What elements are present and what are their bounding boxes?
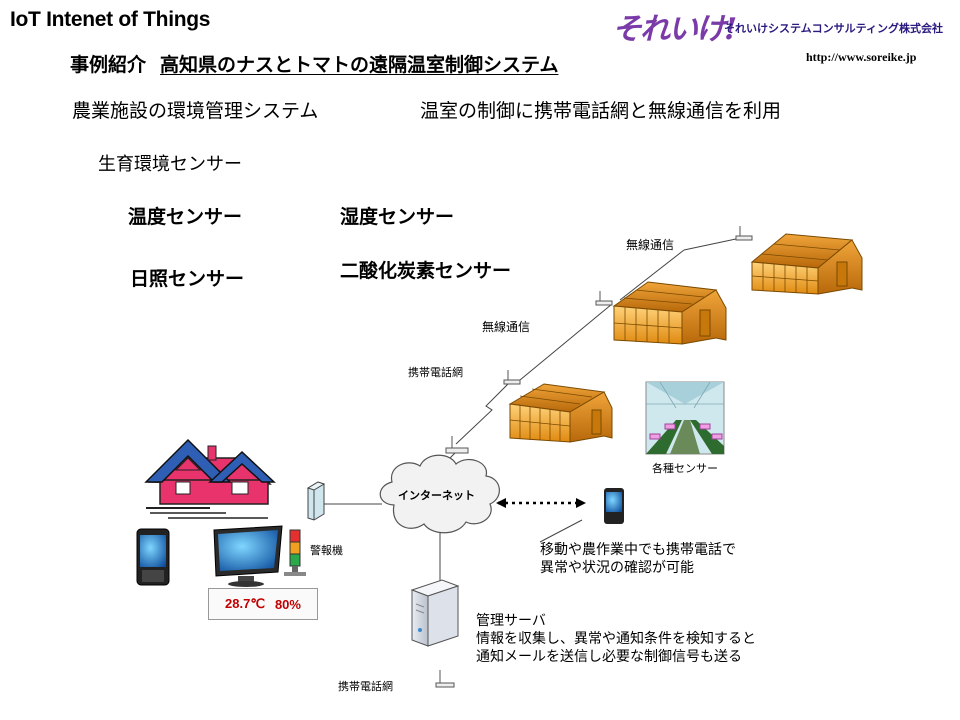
label-wireless-top: 無線通信 [626, 238, 675, 252]
mobile-note: 移動や農作業中でも携帯電話で 異常や状況の確認が可能 [540, 541, 736, 577]
server-note-line-1: 情報を収集し、異常や通知条件を検知すると [476, 631, 756, 647]
arrow-left-icon [496, 498, 506, 508]
logo-script: それいけ! [612, 12, 737, 47]
greenhouse-top-icon [750, 233, 863, 295]
greenhouse-middle-icon [612, 281, 727, 345]
sensor-reading-panel: 28.7℃ 80% [208, 588, 318, 620]
mobile-note-line-2: 異常や状況の確認が可能 [540, 560, 694, 576]
company-name: それいけシステムコンサルティング株式会社 [724, 22, 944, 35]
subheading-right: 温室の制御に携帯電話網と無線通信を利用 [420, 100, 782, 122]
reading-humidity: 80% [274, 596, 301, 612]
house-icon [144, 438, 276, 519]
internet-cloud-icon [379, 454, 500, 534]
label-cellular-lower: 携帯電話網 [338, 680, 393, 693]
environment-sensor-title: 生育環境センサー [98, 154, 242, 175]
label-alarm: 警報機 [310, 544, 343, 557]
server-title: 管理サーバ [476, 613, 546, 629]
greenhouse-lower-icon [508, 383, 613, 443]
label-wireless-mid: 無線通信 [482, 320, 531, 334]
connection-lines [323, 235, 751, 588]
reading-temperature: 28.7℃ [225, 596, 265, 611]
subheading-left: 農業施設の環境管理システム [72, 100, 319, 122]
mobile-phone-right-icon [604, 488, 624, 524]
antenna-icons [435, 226, 753, 688]
mobile-note-line-1: 移動や農作業中でも携帯電話で [540, 542, 736, 558]
server-note: 管理サーバ 情報を収集し、異常や通知条件を検知すると 通知メールを送信し必要な制… [476, 612, 756, 666]
alarm-light-icon [284, 529, 306, 576]
server-icon [410, 579, 460, 647]
gateway-icon [306, 481, 326, 521]
smartphone-icon [136, 528, 170, 586]
server-note-line-2: 通知メールを送信し必要な制御信号も送る [476, 649, 742, 665]
page-title: IoT Intenet of Things [10, 8, 211, 31]
sensor-humidity: 湿度センサー [340, 206, 455, 228]
case-subject: 高知県のナスとトマトの遠隔温室制御システム [160, 54, 559, 76]
sensor-temperature: 温度センサー [128, 206, 243, 228]
arrow-right-icon [576, 498, 586, 508]
label-internet: インターネット [398, 489, 475, 502]
label-cellular-upper: 携帯電話網 [408, 366, 463, 379]
label-sensors: 各種センサー [652, 462, 718, 475]
case-heading: 事例紹介高知県のナスとトマトの遠隔温室制御システム [70, 50, 558, 77]
sensor-co2: 二酸化炭素センサー [340, 260, 512, 282]
monitor-icon [213, 525, 283, 587]
greenhouse-interior-image [645, 381, 725, 455]
case-label: 事例紹介 [70, 54, 147, 76]
sensor-sunlight: 日照センサー [130, 268, 245, 290]
company-url[interactable]: http://www.soreike.jp [806, 50, 917, 64]
